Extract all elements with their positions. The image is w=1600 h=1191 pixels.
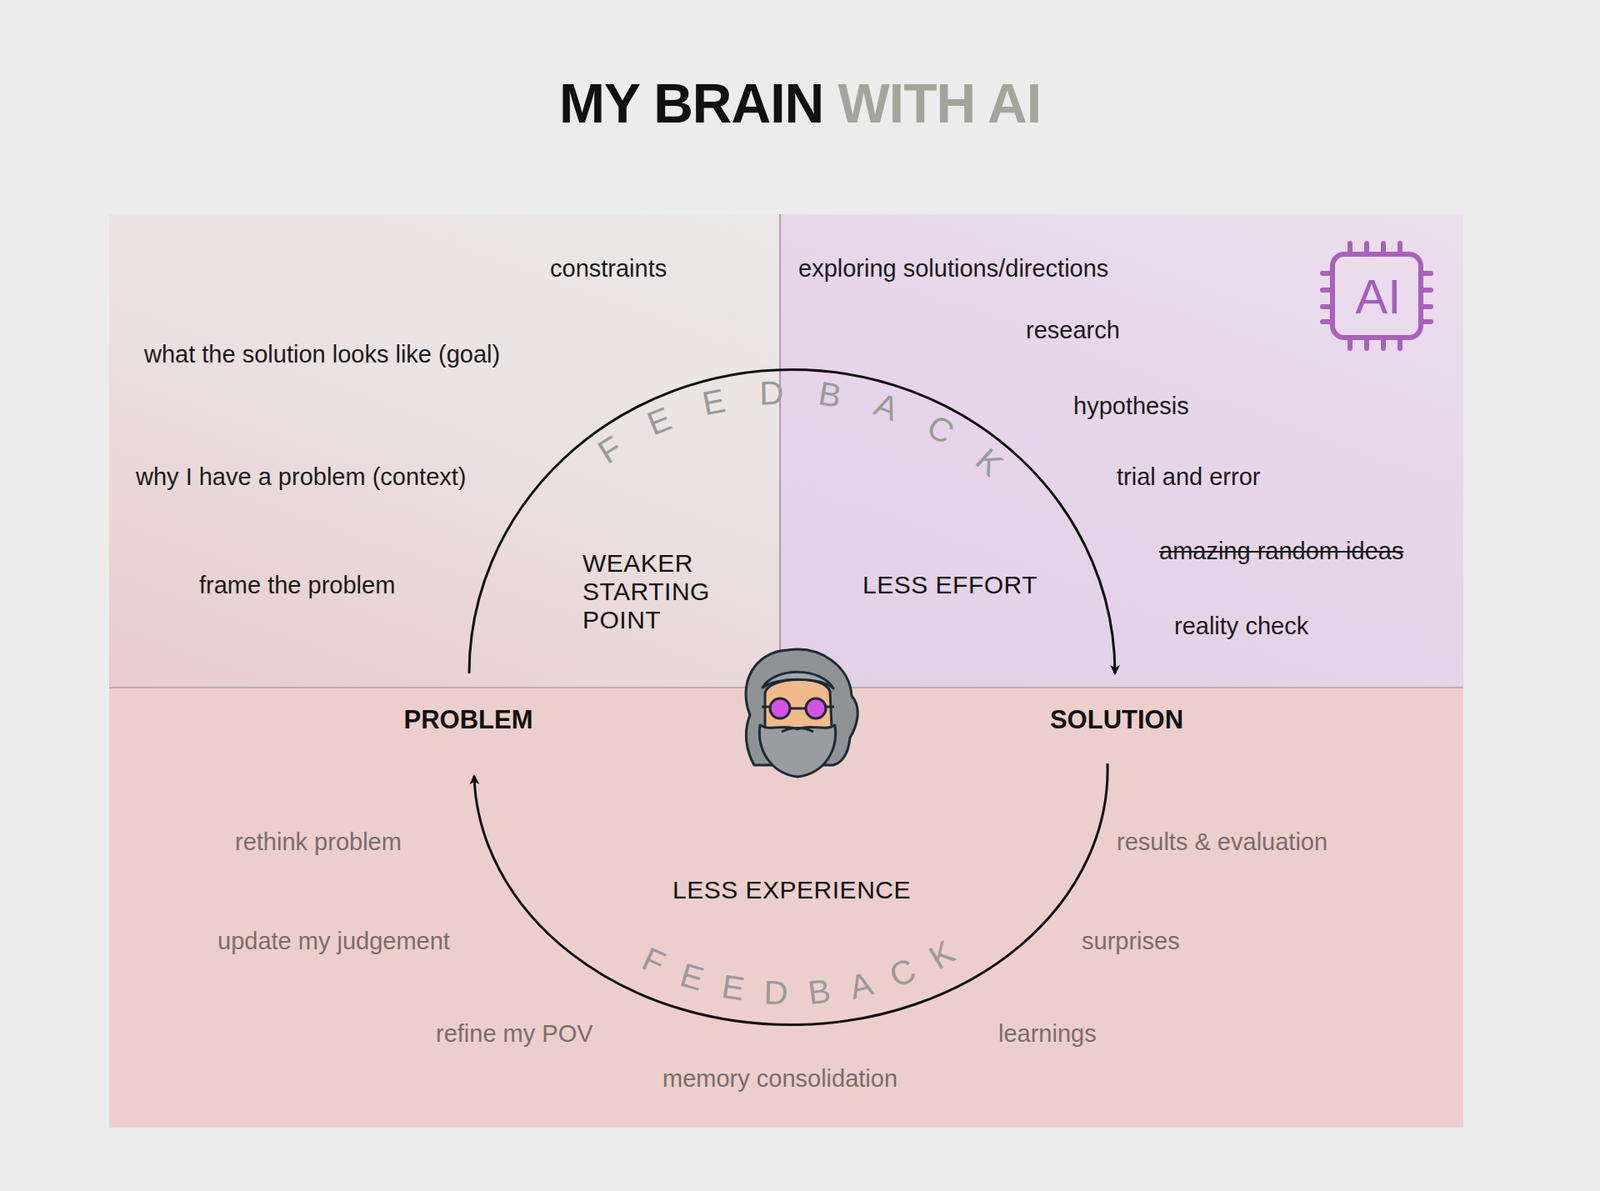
- text-item: WEAKER STARTING POINT: [582, 549, 750, 635]
- person-illustration: [745, 649, 858, 777]
- title-word: AI: [987, 72, 1041, 135]
- text-item: results & evaluation: [1116, 827, 1328, 857]
- title-word: WITH: [838, 72, 976, 135]
- icon-label: AI: [1355, 272, 1402, 321]
- text-item: LESS EXPERIENCE: [672, 875, 911, 905]
- text-item: what the solution looks like (goal): [144, 340, 500, 370]
- title-word: BRAIN: [653, 72, 824, 135]
- text-item: rethink problem: [235, 827, 402, 857]
- text-item: trial and error: [1116, 462, 1260, 492]
- text-item: constraints: [550, 254, 667, 284]
- text-item: memory consolidation: [662, 1064, 898, 1094]
- text-item: surprises: [1081, 926, 1180, 956]
- text-item: amazing random ideas: [1159, 536, 1404, 566]
- text-item: learnings: [998, 1019, 1097, 1049]
- text-item: reality check: [1174, 611, 1309, 641]
- text-item: exploring solutions/directions: [798, 254, 1109, 284]
- text-item: why I have a problem (context): [135, 462, 467, 492]
- text-item: hypothesis: [1073, 391, 1190, 421]
- title-word: MY: [559, 72, 640, 135]
- title: MY BRAIN WITH AI: [0, 71, 1600, 135]
- text-item: SOLUTION: [1050, 704, 1184, 735]
- text-item: LESS EFFORT: [862, 570, 1038, 600]
- text-item: PROBLEM: [404, 704, 534, 735]
- ai-panel: exploring solutions/directions research hy…: [779, 214, 1464, 687]
- problem-framing-panel: constraints what the solution looks like …: [109, 214, 780, 687]
- text-item: refine my POV: [435, 1019, 594, 1049]
- text-item: research: [1025, 315, 1120, 345]
- text-item: frame the problem: [199, 570, 395, 600]
- text-item: update my judgement: [217, 926, 450, 956]
